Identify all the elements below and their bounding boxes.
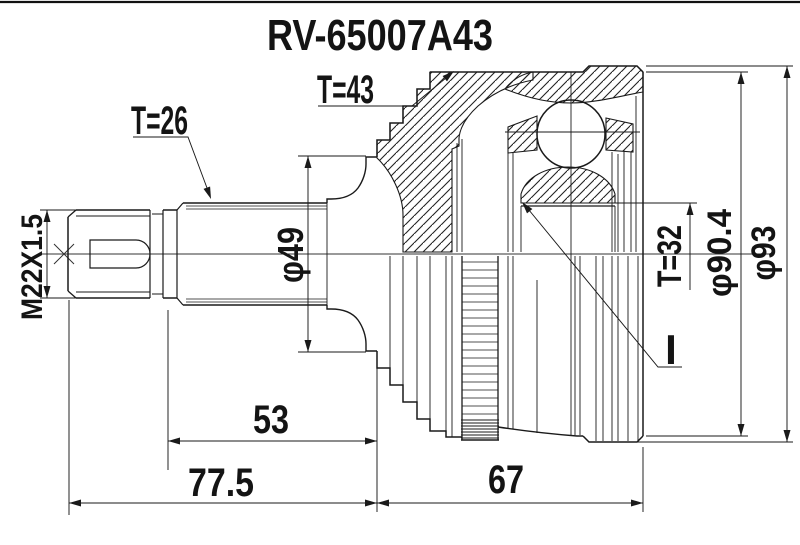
section-hatching [376,65,644,253]
housing-diameter-label: φ93 [745,226,783,281]
shaft-spline-count-label: T=26 [131,99,188,143]
abs-ring-section [376,71,534,253]
dim-77-5-label: 77.5 [188,461,254,505]
inner-race-section [520,166,616,204]
abs-tone-ring-teeth [461,256,499,441]
dim-67-label: 67 [488,458,524,502]
abs-ring-diameter-label: φ90.4 [701,209,739,297]
shaft-diameter-label: φ49 [270,227,311,283]
section-mark-label: I [665,326,677,373]
part-number-title: RV-65007A43 [267,11,493,60]
shaft-outline [67,156,377,352]
dimension-lines [40,65,793,515]
inner-race-spline-count-label: T=32 [651,225,689,287]
cage-left-section [507,115,538,154]
outer-race-wall-section [504,65,644,104]
ball-bearing [505,72,640,436]
centerline [40,243,772,265]
thread-spec-label: M22X1.5 [16,214,49,320]
cage-right-section [605,117,634,153]
dim-53-label: 53 [253,398,289,442]
outer-teeth-count-label: T=43 [317,68,374,112]
dimension-arrowheads [43,66,791,507]
